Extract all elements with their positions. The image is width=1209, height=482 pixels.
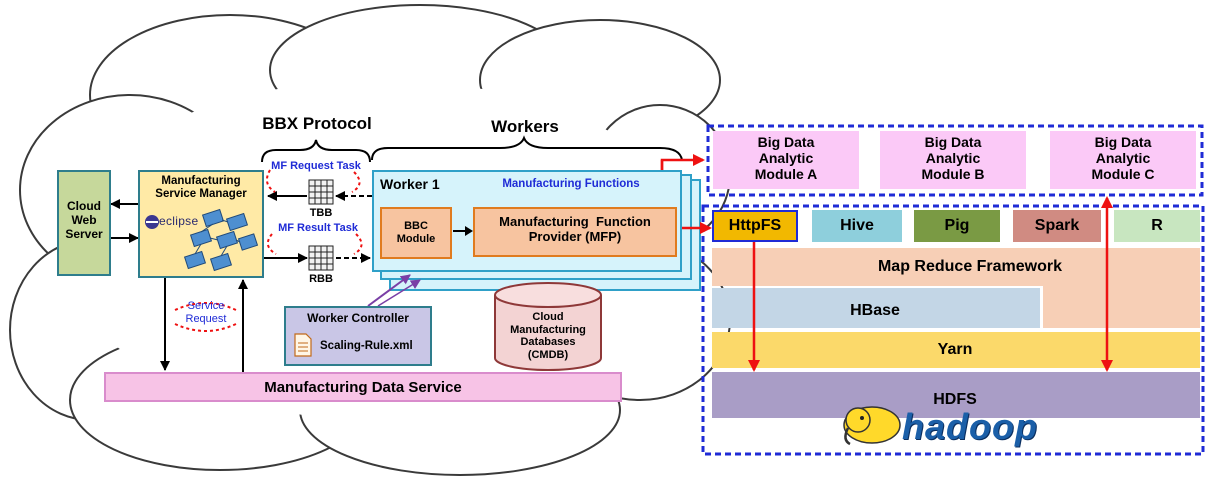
service-request-line1: Service bbox=[187, 300, 225, 312]
mfp-line2: Provider (MFP) bbox=[528, 228, 622, 244]
hbase-shape bbox=[712, 288, 1040, 328]
hdfs-shape bbox=[712, 372, 1200, 418]
rbb-grid-icon bbox=[308, 245, 334, 271]
worker-controller: Worker Controller Scaling-Rule.xml bbox=[284, 306, 432, 366]
spark-box: Spark bbox=[1013, 210, 1101, 242]
worker-1-title: Worker 1 bbox=[380, 176, 440, 192]
arrow-controller-to-worker-2 bbox=[377, 279, 421, 307]
big-data-module-b: Big Data Analytic Module B bbox=[880, 131, 1026, 189]
module-b-line1: Big Data bbox=[924, 134, 982, 150]
hadoop-container bbox=[701, 204, 1205, 456]
yarn-label: Yarn bbox=[937, 341, 973, 358]
module-c-line2: Analytic bbox=[1095, 150, 1151, 167]
r-box: R bbox=[1114, 210, 1200, 242]
service-request-line2: Request bbox=[185, 312, 227, 325]
workers-label: Workers bbox=[491, 117, 559, 136]
hadoop-elephant-icon bbox=[843, 406, 901, 446]
yarn-shape bbox=[712, 332, 1200, 368]
module-a-line3: Module A bbox=[754, 166, 818, 183]
cloud-web-server-line1: Cloud bbox=[67, 199, 101, 213]
pig-label: Pig bbox=[944, 217, 970, 234]
service-request-arc-bottom bbox=[174, 323, 237, 332]
service-request-label: Service Request bbox=[170, 300, 242, 325]
bbc-line1: BBC bbox=[404, 220, 428, 232]
manager-title-line2: Service Manager bbox=[155, 188, 247, 201]
cmdb-line4: (CMDB) bbox=[527, 348, 569, 361]
hive-box: Hive bbox=[812, 210, 902, 242]
bbc-module: BBC Module bbox=[380, 207, 452, 259]
module-a-line1: Big Data bbox=[757, 134, 815, 150]
result-arc-right bbox=[353, 233, 363, 255]
bbc-line2: Module bbox=[396, 232, 436, 245]
xml-file-icon bbox=[294, 333, 312, 357]
request-arc-left bbox=[265, 169, 276, 193]
cloud-web-server-line2: Web bbox=[71, 212, 97, 227]
big-data-container bbox=[706, 124, 1204, 197]
hadoop-logo-text: hadoop bbox=[902, 406, 1038, 447]
module-c-line3: Module C bbox=[1091, 166, 1155, 183]
r-label: R bbox=[1151, 217, 1163, 234]
arrow-controller-to-worker bbox=[367, 274, 411, 307]
cmdb-line3: Databases bbox=[520, 336, 576, 349]
module-b-line2: Analytic bbox=[925, 150, 981, 167]
cmdb-line1: Cloud bbox=[532, 311, 564, 323]
data-service-label: Manufacturing Data Service bbox=[264, 379, 462, 396]
bbx-brace bbox=[261, 139, 371, 163]
hive-label: Hive bbox=[840, 217, 874, 234]
manufacturing-functions-label: Manufacturing Functions bbox=[502, 178, 640, 190]
result-arc-left bbox=[266, 233, 277, 255]
tbb-label: TBB bbox=[309, 207, 333, 219]
big-data-module-c: Big Data Analytic Module C bbox=[1050, 131, 1196, 189]
tbb-grid-icon bbox=[308, 179, 334, 205]
mf-request-task-label: MF Request Task bbox=[271, 160, 361, 172]
workers-brace bbox=[371, 135, 683, 161]
cmdb-line2: Manufacturing bbox=[510, 323, 586, 336]
mfp-line1: Manufacturing Function bbox=[499, 214, 651, 229]
service-request-arc-top bbox=[174, 302, 237, 311]
mfp-box: Manufacturing Function Provider (MFP) bbox=[473, 207, 677, 257]
eclipse-logo-text: eclipse bbox=[159, 214, 199, 228]
manager-title-line1: Manufacturing bbox=[161, 175, 241, 187]
eclipse-workflow-icon bbox=[145, 208, 259, 272]
manufacturing-data-service: Manufacturing Data Service bbox=[104, 372, 622, 402]
spark-label: Spark bbox=[1034, 217, 1080, 234]
pig-box: Pig bbox=[914, 210, 1000, 242]
module-b-line3: Module B bbox=[921, 166, 985, 183]
httpfs-label: HttpFS bbox=[728, 217, 782, 234]
request-arc-right bbox=[351, 171, 361, 193]
module-a-line2: Analytic bbox=[758, 150, 814, 167]
worker-controller-title: Worker Controller bbox=[307, 311, 409, 325]
hbase-label: HBase bbox=[850, 302, 900, 319]
httpfs-box: HttpFS bbox=[712, 210, 798, 242]
hdfs-label: HDFS bbox=[933, 391, 977, 408]
cloud-web-server-line3: Server bbox=[65, 226, 103, 241]
manufacturing-service-manager: Manufacturing Service Manager eclipse bbox=[138, 170, 264, 278]
scaling-rule-file: Scaling-Rule.xml bbox=[320, 340, 413, 352]
big-data-module-a: Big Data Analytic Module A bbox=[713, 131, 859, 189]
mf-result-task-label: MF Result Task bbox=[278, 222, 358, 234]
mapreduce-label: Map Reduce Framework bbox=[877, 258, 1063, 275]
rbb-label: RBB bbox=[309, 273, 333, 285]
cloud-web-server: Cloud Web Server bbox=[57, 170, 111, 276]
module-c-line1: Big Data bbox=[1094, 134, 1152, 150]
bbx-protocol-label: BBX Protocol bbox=[262, 114, 372, 133]
cmdb-cylinder-icon bbox=[494, 282, 602, 371]
mapreduce-shape bbox=[712, 248, 1200, 328]
cmdb-label: Cloud Manufacturing Databases (CMDB) bbox=[495, 311, 601, 362]
arrow-bbc-to-mfp bbox=[453, 226, 473, 236]
